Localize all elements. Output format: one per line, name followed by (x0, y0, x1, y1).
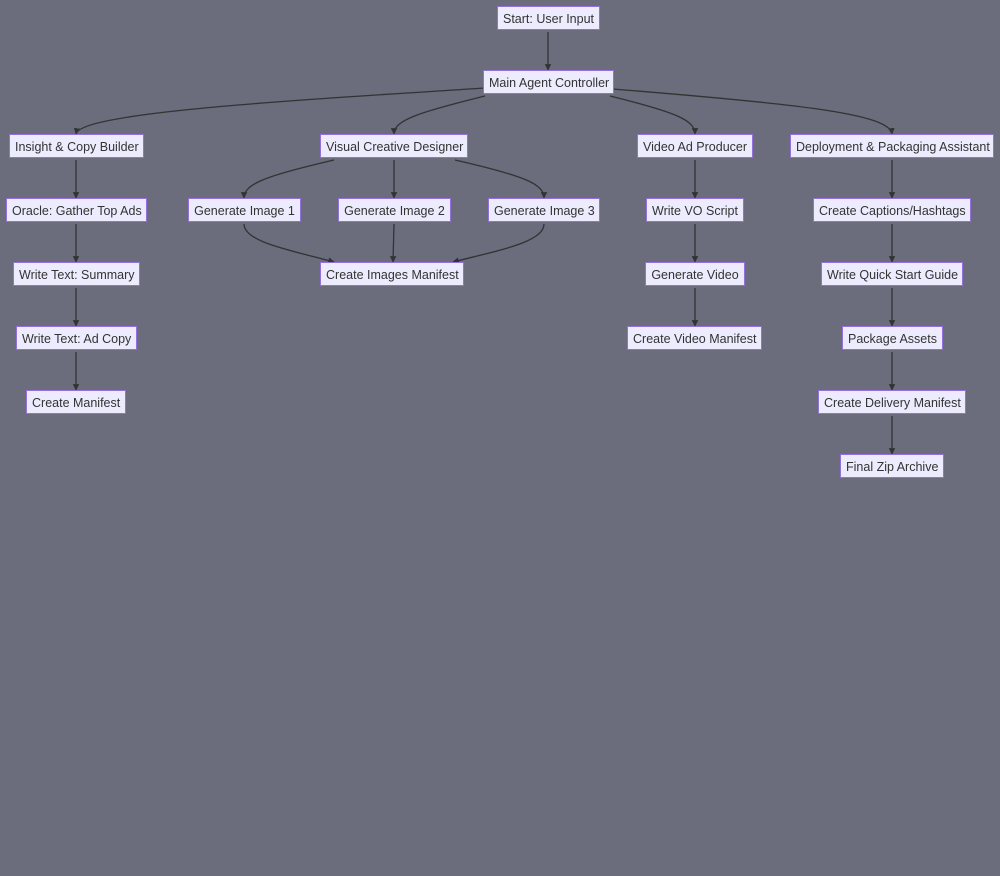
node-main-agent-controller[interactable]: Main Agent Controller (483, 70, 614, 94)
node-write-text-ad-copy[interactable]: Write Text: Ad Copy (16, 326, 137, 350)
node-start-user-input[interactable]: Start: User Input (497, 6, 600, 30)
edge-img2-imgmanifest (389, 223, 397, 263)
node-write-text-summary[interactable]: Write Text: Summary (13, 262, 140, 286)
edge-main-insight (73, 87, 486, 135)
node-package-assets[interactable]: Package Assets (842, 326, 943, 350)
edge-main-video (609, 95, 699, 135)
node-create-captions-hashtags[interactable]: Create Captions/Hashtags (813, 198, 971, 222)
node-generate-video[interactable]: Generate Video (645, 262, 745, 286)
node-generate-image-1[interactable]: Generate Image 1 (188, 198, 301, 222)
node-insight-copy-builder[interactable]: Insight & Copy Builder (9, 134, 144, 158)
node-deployment-packaging-assistant[interactable]: Deployment & Packaging Assistant (790, 134, 994, 158)
node-write-quick-start-guide[interactable]: Write Quick Start Guide (821, 262, 963, 286)
node-visual-creative-designer[interactable]: Visual Creative Designer (320, 134, 468, 158)
edge-img1-imgmanifest (243, 223, 335, 264)
node-create-manifest[interactable]: Create Manifest (26, 390, 126, 414)
edge-main-deploy (612, 88, 895, 135)
node-generate-image-3[interactable]: Generate Image 3 (488, 198, 600, 222)
node-final-zip-archive[interactable]: Final Zip Archive (840, 454, 944, 478)
node-create-video-manifest[interactable]: Create Video Manifest (627, 326, 762, 350)
edge-main-visual (390, 95, 486, 135)
node-create-images-manifest[interactable]: Create Images Manifest (320, 262, 464, 286)
edge-visual-img3 (454, 159, 548, 199)
node-generate-image-2[interactable]: Generate Image 2 (338, 198, 451, 222)
node-create-delivery-manifest[interactable]: Create Delivery Manifest (818, 390, 966, 414)
node-write-vo-script[interactable]: Write VO Script (646, 198, 744, 222)
edge-visual-img1 (240, 159, 335, 199)
node-oracle-gather-top-ads[interactable]: Oracle: Gather Top Ads (6, 198, 147, 222)
edge-img3-imgmanifest (452, 223, 545, 264)
node-video-ad-producer[interactable]: Video Ad Producer (637, 134, 753, 158)
